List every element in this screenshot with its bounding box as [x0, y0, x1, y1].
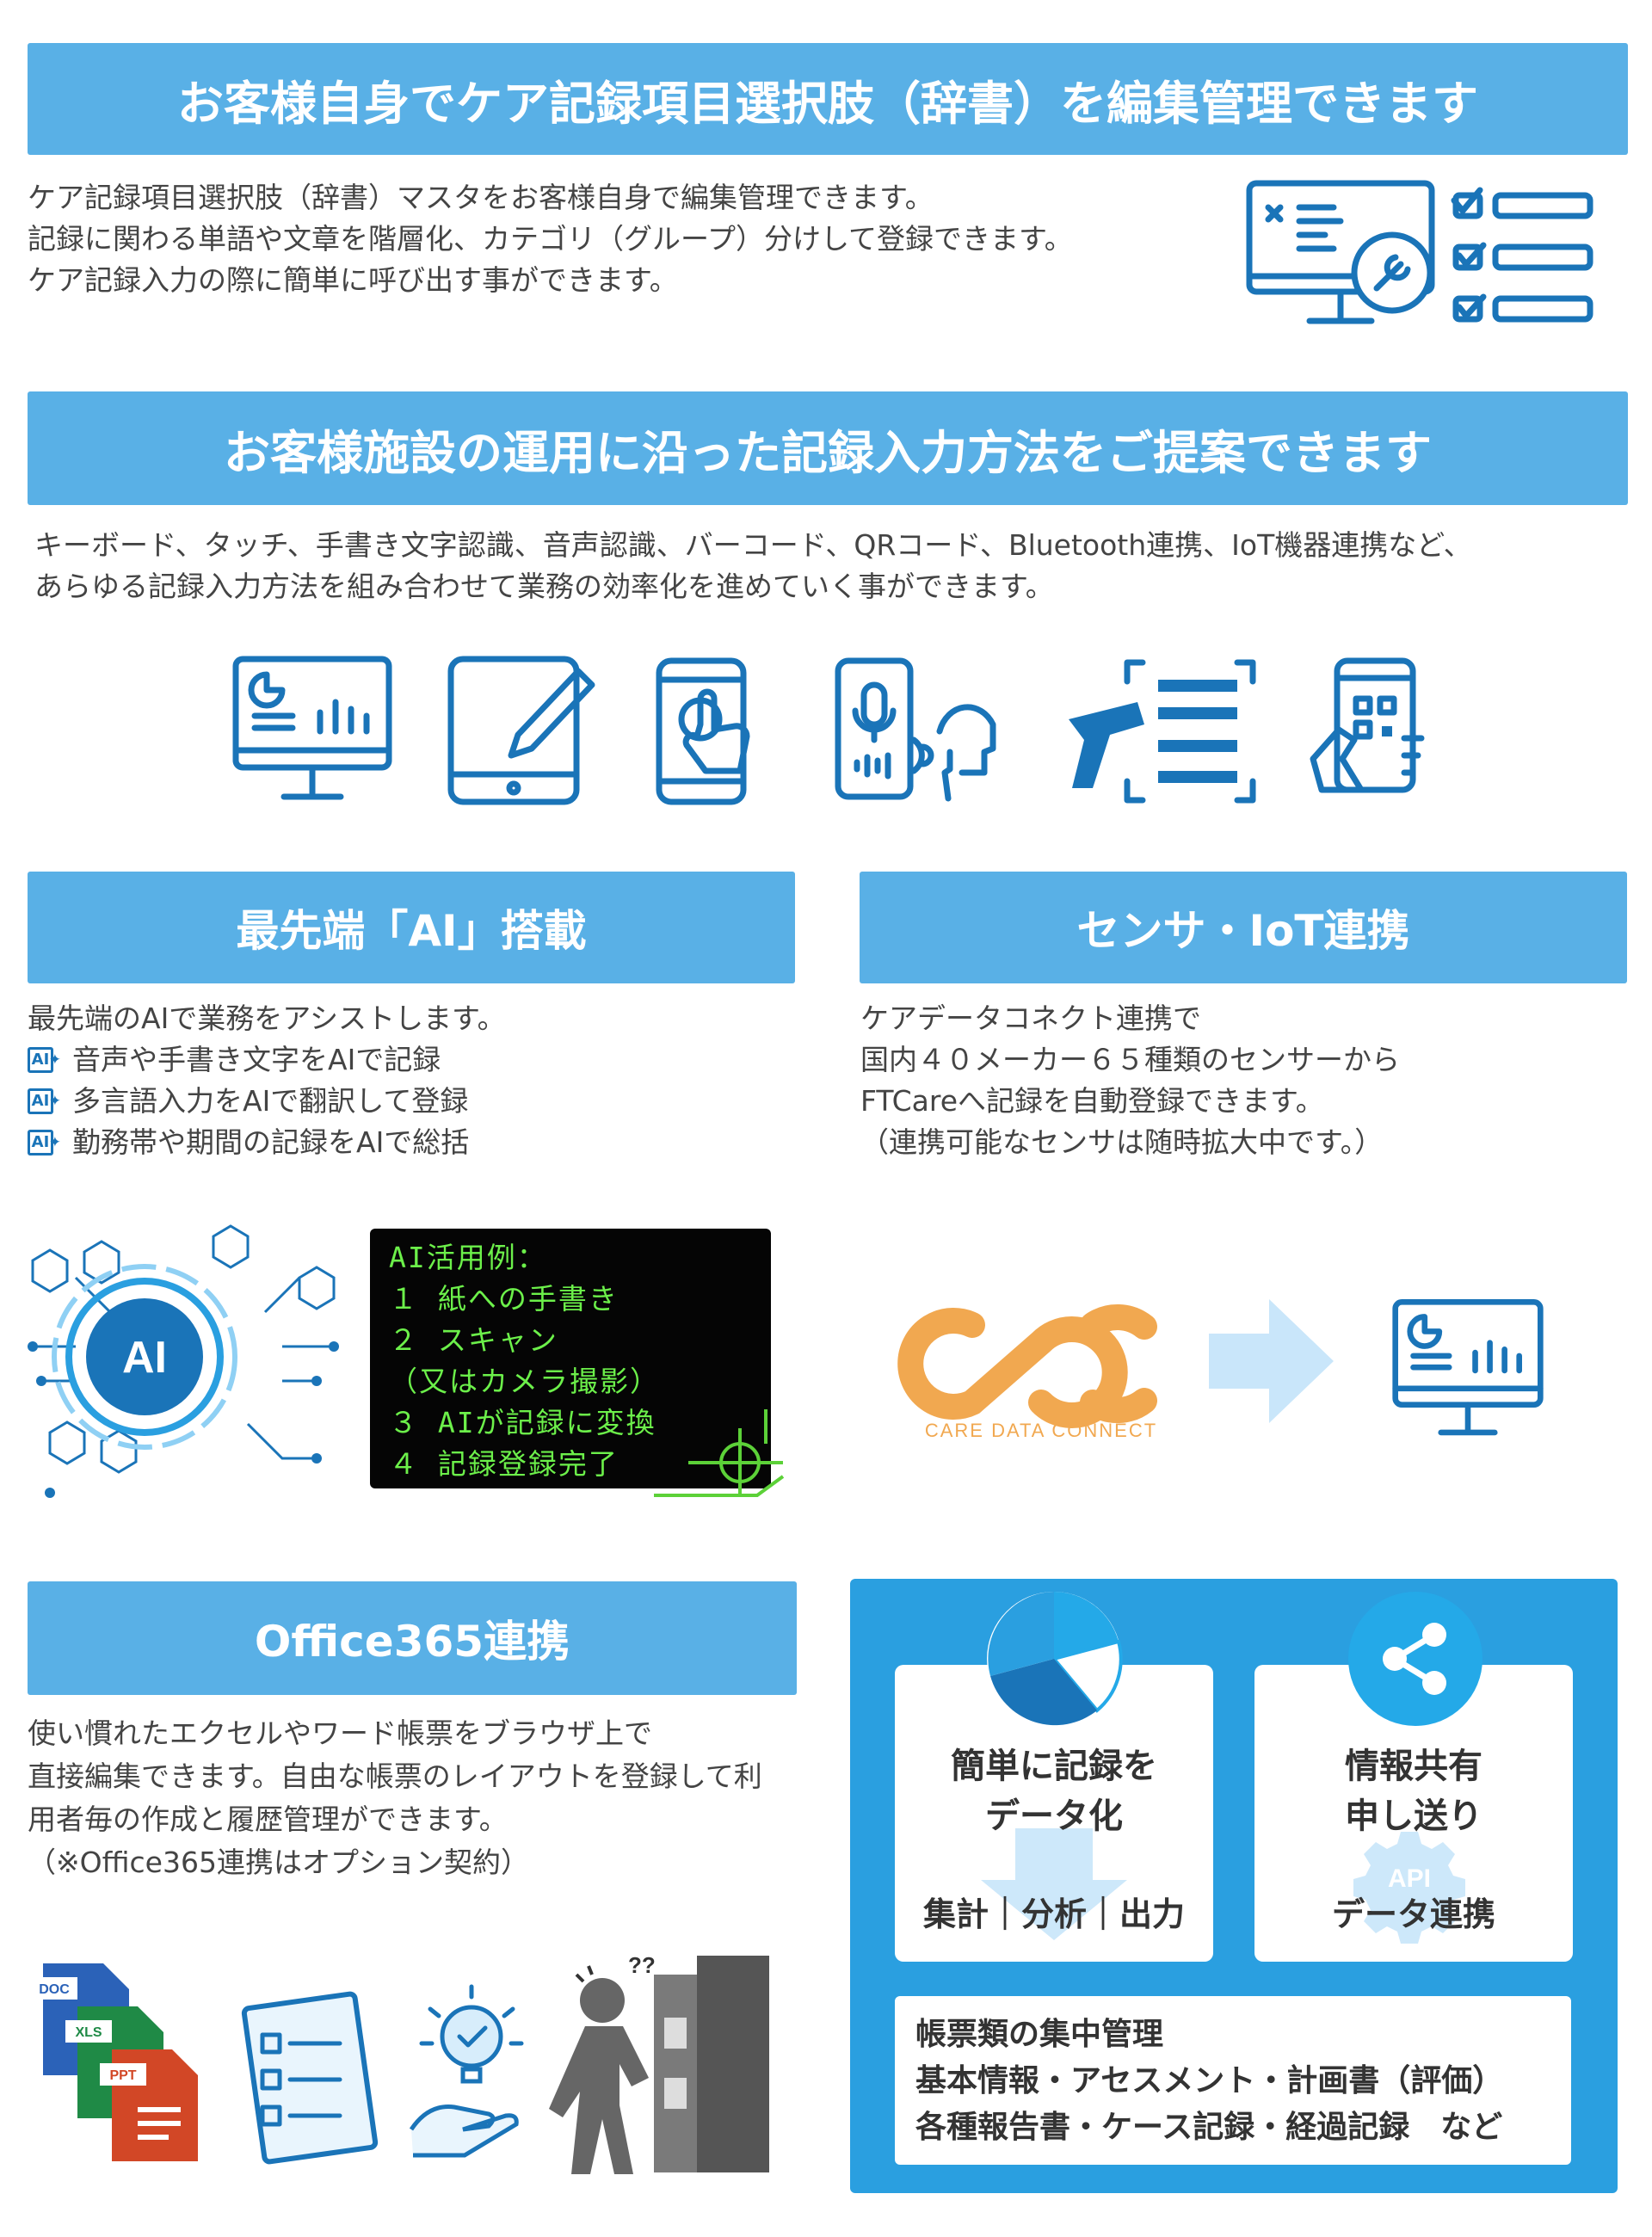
ppt-label: PPT — [109, 2068, 136, 2083]
terminal-line: １ 紙への手書き — [389, 1282, 619, 1316]
info-sharing-title1: 情報共有 — [1345, 1747, 1482, 1786]
section1-banner: お客様自身でケア記録項目選択肢（辞書）を編集管理できます — [28, 43, 1628, 155]
ai-feature-item: AI 勤務帯や期間の記録をAIで総括 — [28, 1122, 506, 1163]
terminal-line: ３ AIが記録に変換 — [389, 1406, 656, 1439]
ai-feature-text: 音声や手書き文字をAIで記録 — [72, 1043, 441, 1076]
ai-feature-text: 勤務帯や期間の記録をAIで総括 — [72, 1125, 470, 1159]
ai-sparkle-icon: AI — [28, 1081, 61, 1122]
data-conversion-footer: 集計｜分析｜出力 — [922, 1895, 1185, 1933]
office-documents-icon: DOC XLS PPT — [31, 1963, 198, 2161]
iot-line: ケアデータコネクト連携で — [860, 1001, 1201, 1035]
xls-label: XLS — [75, 2025, 102, 2040]
section1-line: ケア記録項目選択肢（辞書）マスタをお客様自身で編集管理できます。 — [28, 181, 934, 214]
confused-worker-icon: ?? — [549, 1952, 769, 2174]
terminal-line: （又はカメラ撮影） — [389, 1365, 660, 1398]
care-data-connect-logo: CARE DATA CONNECT — [897, 1303, 1157, 1441]
document-management-line: 帳票類の集中管理 — [915, 2017, 1164, 2052]
ai-usage-terminal: AI活用例： １ 紙への手書き ２ スキャン （又はカメラ撮影） ３ AIが記録… — [370, 1229, 771, 1488]
section1-description: ケア記録項目選択肢（辞書）マスタをお客様自身で編集管理できます。 記録に関わる単… — [28, 177, 1073, 301]
data-conversion-title2: データ化 — [985, 1796, 1123, 1836]
checklist-document-icon — [241, 1991, 379, 2165]
ai-feature-item: AI 音声や手書き文字をAIで記録 — [28, 1039, 506, 1081]
care-data-connect-text: CARE DATA CONNECT — [925, 1420, 1157, 1441]
ai-description: 最先端のAIで業務をアシストします。 AI 音声や手書き文字をAIで記録 AI … — [28, 998, 506, 1163]
document-management-line: 基本情報・アセスメント・計画書（評価） — [915, 2063, 1504, 2098]
section2-line: あらゆる記録入力方法を組み合わせて業務の効率化を進めていく事ができます。 — [34, 570, 1054, 603]
monitor-settings-checklist-icon — [1246, 180, 1593, 324]
info-sharing-card: API 情報共有 申し送り データ連携 — [1254, 1665, 1573, 1962]
terminal-line: ２ スキャン — [389, 1323, 558, 1357]
iot-banner: センサ・IoT連携 — [860, 872, 1627, 983]
ai-sparkle-icon: AI — [28, 1122, 61, 1163]
desktop-monitor-icon — [232, 656, 392, 800]
share-icon — [1348, 1592, 1482, 1726]
office365-banner: Office365連携 — [28, 1581, 797, 1695]
document-management-card: 帳票類の集中管理 基本情報・アセスメント・計画書（評価） 各種報告書・ケース記録… — [895, 1996, 1571, 2165]
target-crosshair-icon — [654, 1409, 785, 1497]
iot-line: （連携可能なセンサは随時拡大中です。） — [860, 1125, 1384, 1159]
ai-circuit-label: AI — [122, 1333, 167, 1383]
ai-feature-item: AI 多言語入力をAIで翻訳して登録 — [28, 1081, 506, 1122]
barcode-scanner-icon — [1069, 659, 1256, 804]
qr-code-phone-icon — [1310, 657, 1425, 793]
section2-description: キーボード、タッチ、手書き文字認識、音声認識、バーコード、QRコード、Bluet… — [34, 525, 1472, 607]
info-sharing-footer: データ連携 — [1331, 1895, 1495, 1933]
section2-banner: お客様施設の運用に沿った記録入力方法をご提案できます — [28, 391, 1628, 505]
iot-line: 国内４０メーカー６５種類のセンサーから — [860, 1043, 1400, 1076]
terminal-line: AI活用例： — [389, 1241, 547, 1274]
right-arrow-icon — [1209, 1299, 1334, 1423]
ai-circuit-icon: AI — [28, 1224, 339, 1498]
ai-sparkle-icon: AI — [28, 1039, 61, 1081]
desktop-monitor-icon — [1392, 1299, 1544, 1436]
idea-hand-icon — [409, 1984, 524, 2158]
tablet-pen-icon — [447, 656, 595, 805]
document-management-line: 各種報告書・ケース記録・経過記録 など — [915, 2110, 1503, 2145]
info-sharing-title2: 申し送り — [1345, 1796, 1482, 1836]
office365-line: （※Office365連携はオプション契約） — [28, 1846, 529, 1879]
office365-line: 使い慣れたエクセルやワード帳票をブラウザ上で — [28, 1716, 652, 1750]
down-arrow-icon — [981, 1828, 1127, 1940]
ai-feature-text: 多言語入力をAIで翻訳して登録 — [72, 1084, 469, 1118]
office365-description: 使い慣れたエクセルやワード帳票をブラウザ上で 直接編集できます。自由な帳票のレイ… — [28, 1712, 762, 1884]
api-label: API — [1388, 1864, 1431, 1893]
section1-line: ケア記録入力の際に簡単に呼び出す事ができます。 — [28, 263, 678, 297]
ai-banner: 最先端「AI」搭載 — [28, 872, 795, 983]
iot-description: ケアデータコネクト連携で 国内４０メーカー６５種類のセンサーから FTCareへ… — [860, 998, 1400, 1163]
ai-intro: 最先端のAIで業務をアシストします。 — [28, 1001, 506, 1035]
data-conversion-title1: 簡単に記録を — [951, 1747, 1157, 1786]
terminal-line: ４ 記録登録完了 — [389, 1447, 619, 1481]
voice-recognition-icon — [835, 657, 996, 802]
pie-chart-icon — [987, 1592, 1123, 1726]
api-gear-icon: API — [1353, 1832, 1465, 1944]
smartphone-touch-icon — [656, 657, 750, 805]
iot-line: FTCareへ記録を自動登録できます。 — [860, 1084, 1324, 1118]
section1-line: 記録に関わる単語や文章を階層化、カテゴリ（グループ）分けして登録できます。 — [28, 222, 1073, 256]
office365-line: 用者毎の作成と履歴管理ができます。 — [28, 1803, 508, 1836]
section2-line: キーボード、タッチ、手書き文字認識、音声認識、バーコード、QRコード、Bluet… — [34, 528, 1472, 562]
doc-label: DOC — [39, 1982, 70, 1997]
office365-line: 直接編集できます。自由な帳票のレイアウトを登録して利 — [28, 1759, 762, 1793]
question-marks: ?? — [628, 1952, 656, 1978]
